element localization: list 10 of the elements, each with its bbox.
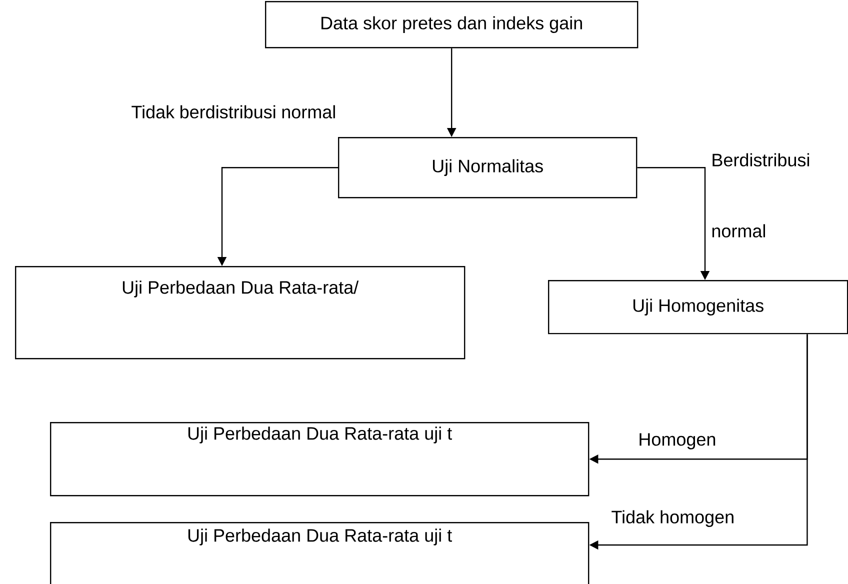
- edge-label: Tidak homogen: [610, 509, 736, 528]
- edge-label: Homogen: [637, 432, 718, 450]
- edge-label: Tidak berdistribusi normal: [132, 105, 335, 118]
- process-box: Uji Perbedaan Dua Rata-rata uji t: [50, 522, 590, 584]
- edge-label: Berdistribusi normal: [712, 153, 810, 238]
- process-box: Uji Perbedaan Dua Rata-rata/: [15, 266, 466, 360]
- process-box: Uji Homogenitas: [548, 280, 848, 334]
- process-box: Uji Perbedaan Dua Rata-rata uji t: [50, 422, 590, 496]
- process-box: Uji Normalitas: [338, 137, 638, 198]
- process-box: Data skor pretes dan indeks gain: [265, 1, 638, 48]
